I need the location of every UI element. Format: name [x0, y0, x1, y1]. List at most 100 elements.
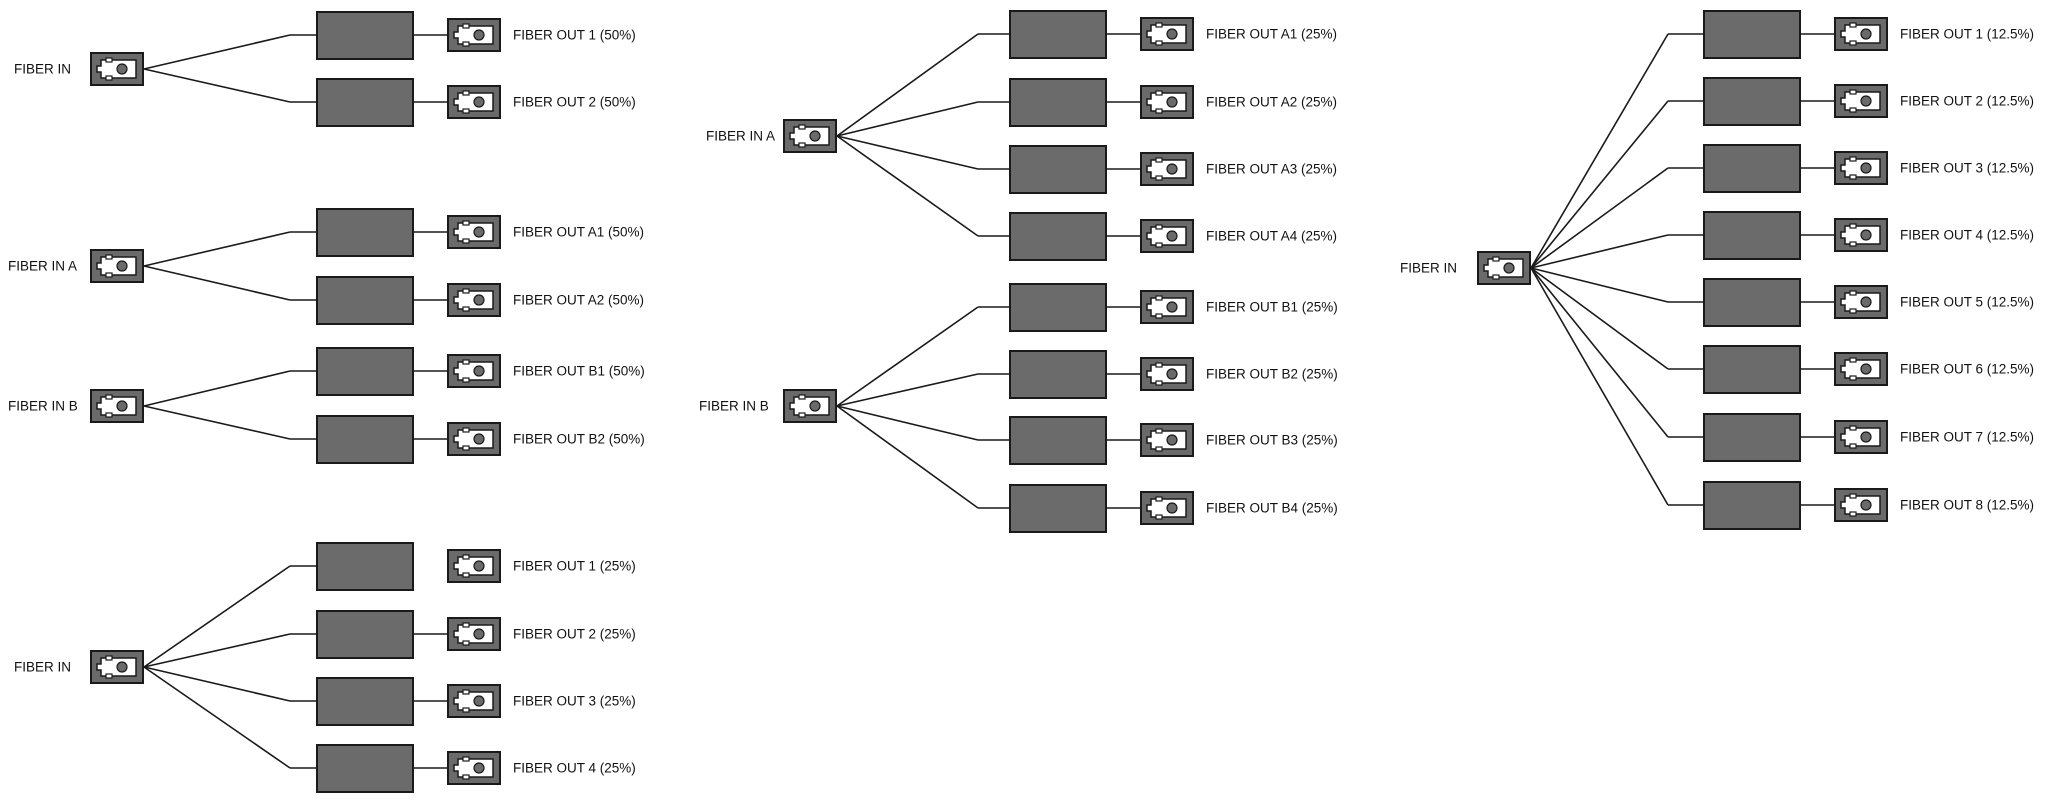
fan-line: [143, 68, 291, 103]
fiber-connector-icon: [1840, 425, 1881, 449]
output-label: FIBER OUT A4 (25%): [1206, 228, 1338, 244]
splitter-module: [316, 542, 414, 591]
output-connector: [447, 85, 501, 119]
fan-line: [143, 370, 291, 407]
output-connector: [447, 215, 501, 249]
fan-line: [1530, 234, 1669, 269]
input-label: FIBER IN: [1400, 260, 1458, 276]
splitter-module: [316, 11, 414, 60]
output-label: FIBER OUT 3 (12.5%): [1900, 160, 2035, 176]
fan-line: [143, 565, 291, 668]
fiber-connector-icon: [96, 254, 137, 278]
output-label: FIBER OUT B1 (25%): [1206, 299, 1338, 315]
fiber-connector-icon: [1483, 256, 1524, 280]
fiber-connector-icon: [453, 622, 494, 646]
output-label: FIBER OUT 1 (25%): [513, 558, 636, 574]
fiber-connector-icon: [453, 90, 494, 114]
fan-line: [1530, 267, 1669, 303]
output-connector: [447, 422, 501, 456]
fiber-connector-icon: [453, 288, 494, 312]
fiber-connector-icon: [96, 57, 137, 81]
output-connector: [1834, 218, 1888, 252]
output-connector: [447, 684, 501, 718]
splitter-module: [316, 347, 414, 396]
splitter-module: [1703, 211, 1801, 260]
fan-line: [1530, 33, 1669, 269]
fiber-connector-icon: [453, 220, 494, 244]
fan-line: [836, 373, 979, 407]
fan-line: [836, 405, 979, 441]
fiber-connector-icon: [1146, 428, 1187, 452]
splitter-module: [1703, 77, 1801, 126]
fiber-connector-icon: [1146, 496, 1187, 520]
output-label: FIBER OUT A1 (25%): [1206, 26, 1338, 42]
fiber-connector-icon: [96, 655, 137, 679]
fan-line: [1530, 267, 1669, 438]
output-connector: [1140, 85, 1194, 119]
fiber-connector-icon: [1840, 357, 1881, 381]
output-label: FIBER OUT 6 (12.5%): [1900, 361, 2035, 377]
output-label: FIBER OUT 4 (25%): [513, 760, 636, 776]
output-label: FIBER OUT A2 (25%): [1206, 94, 1338, 110]
fiber-connector-icon: [453, 689, 494, 713]
fan-line: [836, 306, 979, 407]
fan-line: [836, 135, 979, 170]
input-label: FIBER IN B: [699, 398, 769, 414]
input-connector: [90, 650, 144, 684]
output-connector: [1140, 17, 1194, 51]
fiber-connector-icon: [1146, 157, 1187, 181]
output-label: FIBER OUT B2 (50%): [513, 431, 645, 447]
output-label: FIBER OUT A1 (50%): [513, 224, 645, 240]
fiber-connector-icon: [789, 394, 830, 418]
splitter-module: [316, 744, 414, 793]
output-label: FIBER OUT 1 (12.5%): [1900, 26, 2035, 42]
fiber-connector-icon: [453, 554, 494, 578]
input-connector: [783, 119, 837, 153]
output-label: FIBER OUT B1 (50%): [513, 363, 645, 379]
output-connector: [1140, 491, 1194, 525]
fiber-connector-icon: [1840, 89, 1881, 113]
input-connector: [90, 389, 144, 423]
output-label: FIBER OUT 5 (12.5%): [1900, 294, 2035, 310]
fan-line: [143, 633, 291, 668]
input-label: FIBER IN B: [8, 398, 78, 414]
output-connector: [447, 617, 501, 651]
splitter-module: [1009, 350, 1107, 399]
output-label: FIBER OUT B4 (25%): [1206, 500, 1338, 516]
fan-line: [836, 33, 979, 137]
splitter-module: [1703, 481, 1801, 530]
splitter-module: [316, 677, 414, 726]
input-label: FIBER IN A: [706, 128, 776, 144]
fiber-connector-icon: [1840, 290, 1881, 314]
output-connector: [447, 18, 501, 52]
fiber-connector-icon: [1840, 156, 1881, 180]
output-label: FIBER OUT 4 (12.5%): [1900, 227, 2035, 243]
fan-line: [836, 405, 979, 509]
output-label: FIBER OUT 2 (25%): [513, 626, 636, 642]
fan-line: [143, 231, 291, 267]
output-label: FIBER OUT 7 (12.5%): [1900, 429, 2035, 445]
input-label: FIBER IN: [14, 659, 72, 675]
output-connector: [1834, 151, 1888, 185]
fiber-connector-icon: [1146, 362, 1187, 386]
splitter-module: [1009, 145, 1107, 194]
input-connector: [783, 389, 837, 423]
splitter-module: [1703, 144, 1801, 193]
splitter-module: [1009, 484, 1107, 533]
fiber-connector-icon: [1840, 223, 1881, 247]
input-connector: [1477, 251, 1531, 285]
splitter-module: [316, 208, 414, 257]
fan-line: [836, 135, 979, 237]
fan-line: [1530, 167, 1669, 269]
splitter-module: [1703, 345, 1801, 394]
fiber-connector-icon: [1146, 22, 1187, 46]
output-connector: [1834, 84, 1888, 118]
fan-line: [1530, 100, 1669, 269]
output-connector: [447, 549, 501, 583]
fiber-connector-icon: [1146, 295, 1187, 319]
fan-line: [143, 265, 291, 301]
fiber-connector-icon: [453, 427, 494, 451]
output-connector: [1140, 290, 1194, 324]
